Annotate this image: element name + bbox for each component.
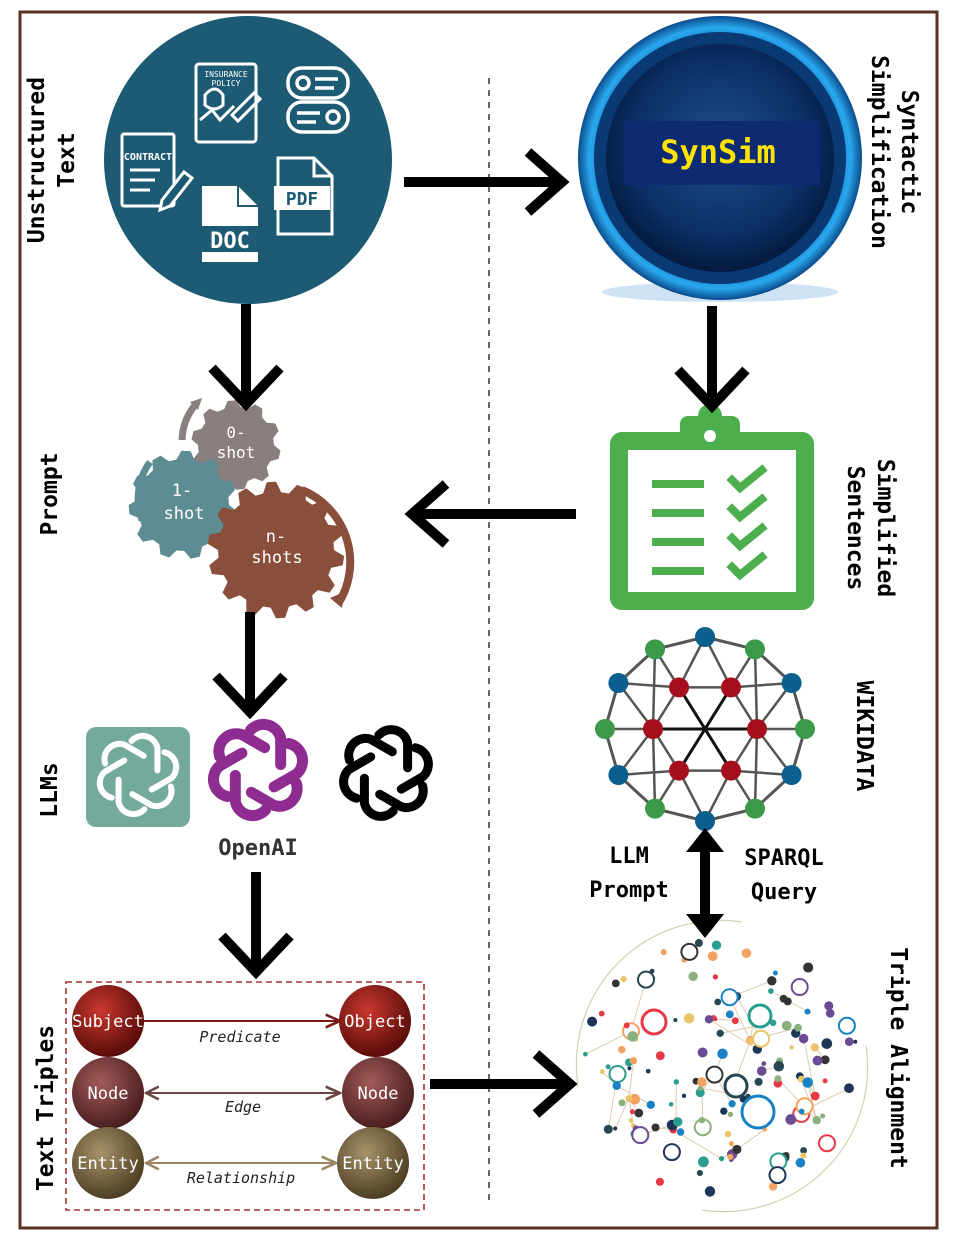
llm-prompt-label: LLM Prompt bbox=[572, 840, 686, 908]
syntactic-line1: Syntactic bbox=[894, 55, 924, 249]
synsim-text: SynSim bbox=[660, 133, 776, 171]
n-shots-line1: n- bbox=[266, 527, 286, 547]
one-shot-line2: shot bbox=[164, 504, 205, 524]
arrow-wikidata-alignment bbox=[686, 828, 724, 938]
arrow-docs-to-synsim bbox=[404, 152, 562, 212]
arrow-triples-to-alignment bbox=[430, 1054, 570, 1114]
prompt-label: Prompt bbox=[35, 452, 65, 535]
openai-purple-logo bbox=[207, 724, 309, 815]
clipboard-icon bbox=[610, 404, 814, 610]
simplified-line2: Sentences bbox=[840, 459, 870, 597]
sparql-query-label: SPARQL Query bbox=[726, 842, 842, 910]
openai-logos bbox=[86, 724, 434, 827]
simplified-line1: Simplified bbox=[870, 459, 900, 597]
zero-shot-line2: shot bbox=[217, 443, 256, 462]
unstructured-line1: Unstructured bbox=[22, 77, 52, 243]
doc-text: DOC bbox=[210, 229, 250, 254]
triple-2-edge: Edge bbox=[225, 1098, 261, 1116]
triple-3-right: Entity bbox=[342, 1154, 403, 1174]
unstructured-line2: Text bbox=[52, 77, 82, 243]
syntactic-line2: Simplification bbox=[864, 55, 894, 249]
triple-2-right: Node bbox=[358, 1084, 399, 1104]
triple-3-edge: Relationship bbox=[187, 1169, 295, 1187]
triple-1-right: Object bbox=[344, 1012, 405, 1032]
simplified-sentences-label: Simplified Sentences bbox=[840, 459, 900, 597]
n-shots-line2: shots bbox=[251, 548, 302, 568]
insurance-text-line2: POLICY bbox=[212, 79, 241, 88]
zero-shot-line1: 0- bbox=[226, 423, 245, 442]
llm-prompt-line2: Prompt bbox=[572, 874, 686, 908]
arrow-llms-to-triples bbox=[222, 872, 290, 972]
sparql-line1: SPARQL bbox=[726, 842, 842, 876]
triple-3-left: Entity bbox=[77, 1154, 138, 1174]
arrow-prompt-to-llms bbox=[216, 612, 284, 712]
syntactic-simplification-label: Syntactic Simplification bbox=[864, 55, 924, 249]
triple-1-edge: Predicate bbox=[199, 1028, 280, 1046]
unstructured-documents-circle: INSURANCE POLICY CONTRACT DOC bbox=[104, 16, 392, 304]
wikidata-label: WIKIDATA bbox=[849, 681, 879, 792]
contract-text: CONTRACT bbox=[124, 152, 172, 163]
triple-alignment-network bbox=[576, 920, 867, 1211]
wikidata-graph bbox=[595, 627, 815, 831]
one-shot-line1: 1- bbox=[172, 481, 192, 501]
arrow-docs-to-prompt bbox=[212, 304, 280, 404]
sparql-line2: Query bbox=[726, 876, 842, 910]
openai-black-logo bbox=[338, 730, 435, 817]
openai-wordmark: OpenAI bbox=[218, 836, 297, 861]
triple-2-left: Node bbox=[88, 1084, 129, 1104]
arrow-clipboard-to-prompt bbox=[412, 484, 576, 544]
text-triples-label: Text Triples bbox=[31, 1025, 61, 1191]
llms-label: LLMs bbox=[35, 762, 65, 817]
insurance-text-line1: INSURANCE bbox=[204, 70, 248, 79]
pdf-text: PDF bbox=[286, 189, 319, 210]
unstructured-text-label: Unstructured Text bbox=[22, 77, 82, 243]
triple-1-left: Subject bbox=[72, 1012, 144, 1032]
arrow-synsim-to-clipboard bbox=[678, 306, 746, 406]
triple-alignment-label: Triple Alignment bbox=[883, 947, 913, 1169]
llm-prompt-line1: LLM bbox=[572, 840, 686, 874]
